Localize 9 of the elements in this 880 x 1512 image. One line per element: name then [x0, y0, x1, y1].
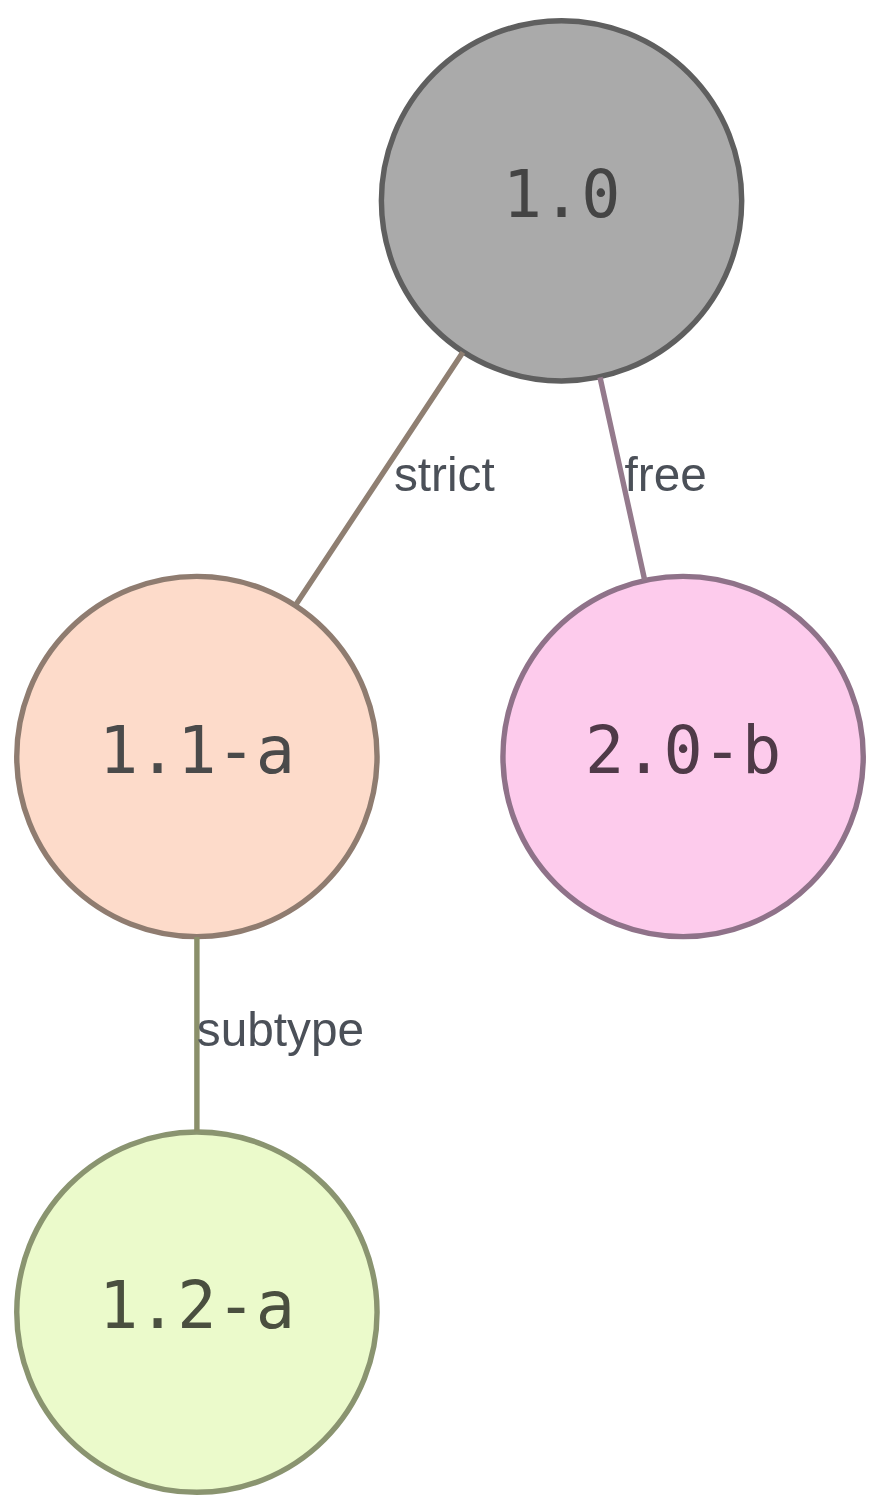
connector — [597, 376, 648, 581]
edge-label: strict — [393, 447, 495, 501]
node-circle: 1.1-a — [14, 573, 380, 939]
node-circle: 1.2-a — [14, 1128, 380, 1495]
connector — [194, 936, 200, 1131]
node-circle: 2.0-b — [500, 573, 866, 939]
connector — [293, 350, 466, 606]
node-circle: 1.0 — [378, 17, 745, 384]
edge-label: free — [624, 447, 707, 501]
